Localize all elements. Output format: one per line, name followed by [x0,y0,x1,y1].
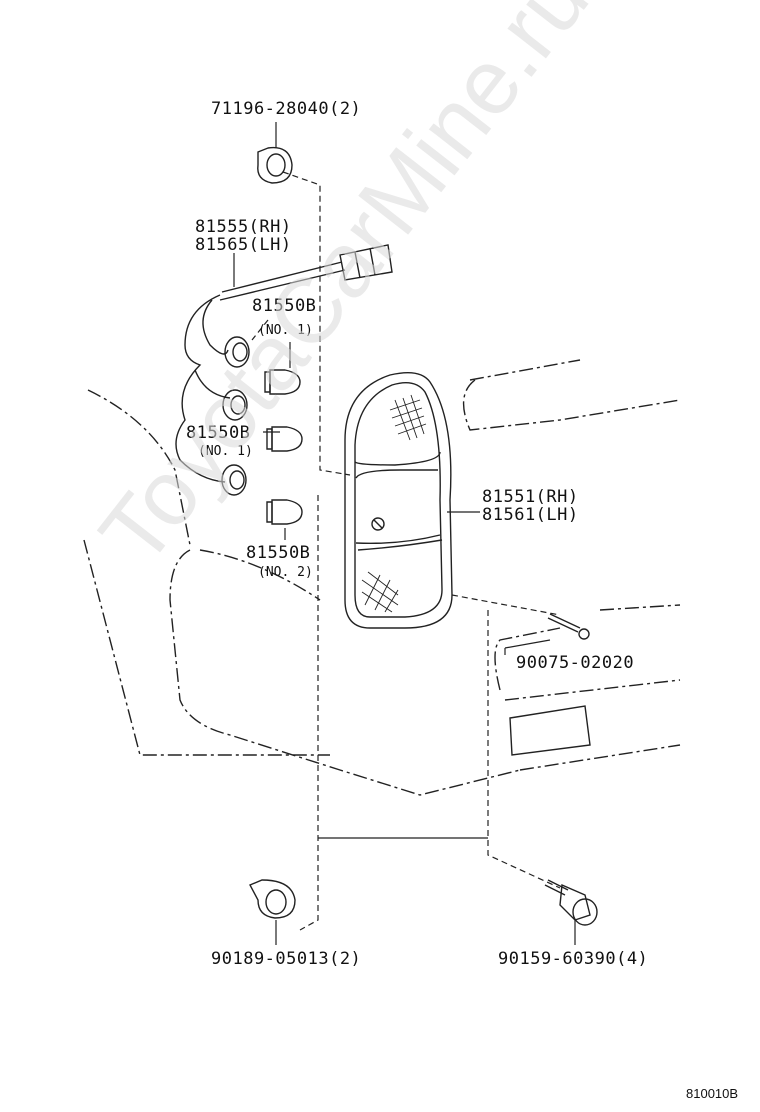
part-label-screw: 90075-02020 [516,653,635,673]
bolt [544,879,598,926]
part-label-bolt: 90159-60390(4) [498,949,649,969]
part-note-bulb-c: (NO. 2) [258,565,313,580]
part-label-lamp-lh: 81561(LH) [482,505,579,525]
clip-bottom [249,879,296,919]
part-note-bulb-a: (NO. 1) [258,323,313,338]
part-label-bulb-b: 81550B [186,423,251,443]
socket-lower [221,464,247,496]
diagram-code: 810010B [686,1086,739,1101]
part-note-bulb-b: (NO. 1) [198,444,253,459]
lens-hatch-upper [389,394,427,441]
part-label-bulb-c: 81550B [246,543,311,563]
bulb-upper [264,369,301,395]
tail-lamp-lens [344,372,453,629]
vehicle-body-outline [83,359,681,796]
part-label-wire-lh: 81565(LH) [195,235,292,255]
part-label-wire-rh: 81555(RH) [195,217,292,237]
solid-leader-lines [233,122,576,945]
part-label-clip-top: 71196-28040(2) [211,99,362,119]
small-screw [547,613,590,640]
socket-middle [222,389,248,421]
part-label-bulb-a: 81550B [252,296,317,316]
lens-hatch-lower [361,571,399,613]
socket-upper [224,336,250,368]
clip-top [257,146,293,184]
bulb-middle [266,426,303,452]
bulb-lower [266,499,303,525]
part-label-lamp-rh: 81551(RH) [482,487,579,507]
part-label-clip-bottom: 90189-05013(2) [211,949,362,969]
reflector [509,705,591,756]
assembly-leader-lines [251,171,561,931]
